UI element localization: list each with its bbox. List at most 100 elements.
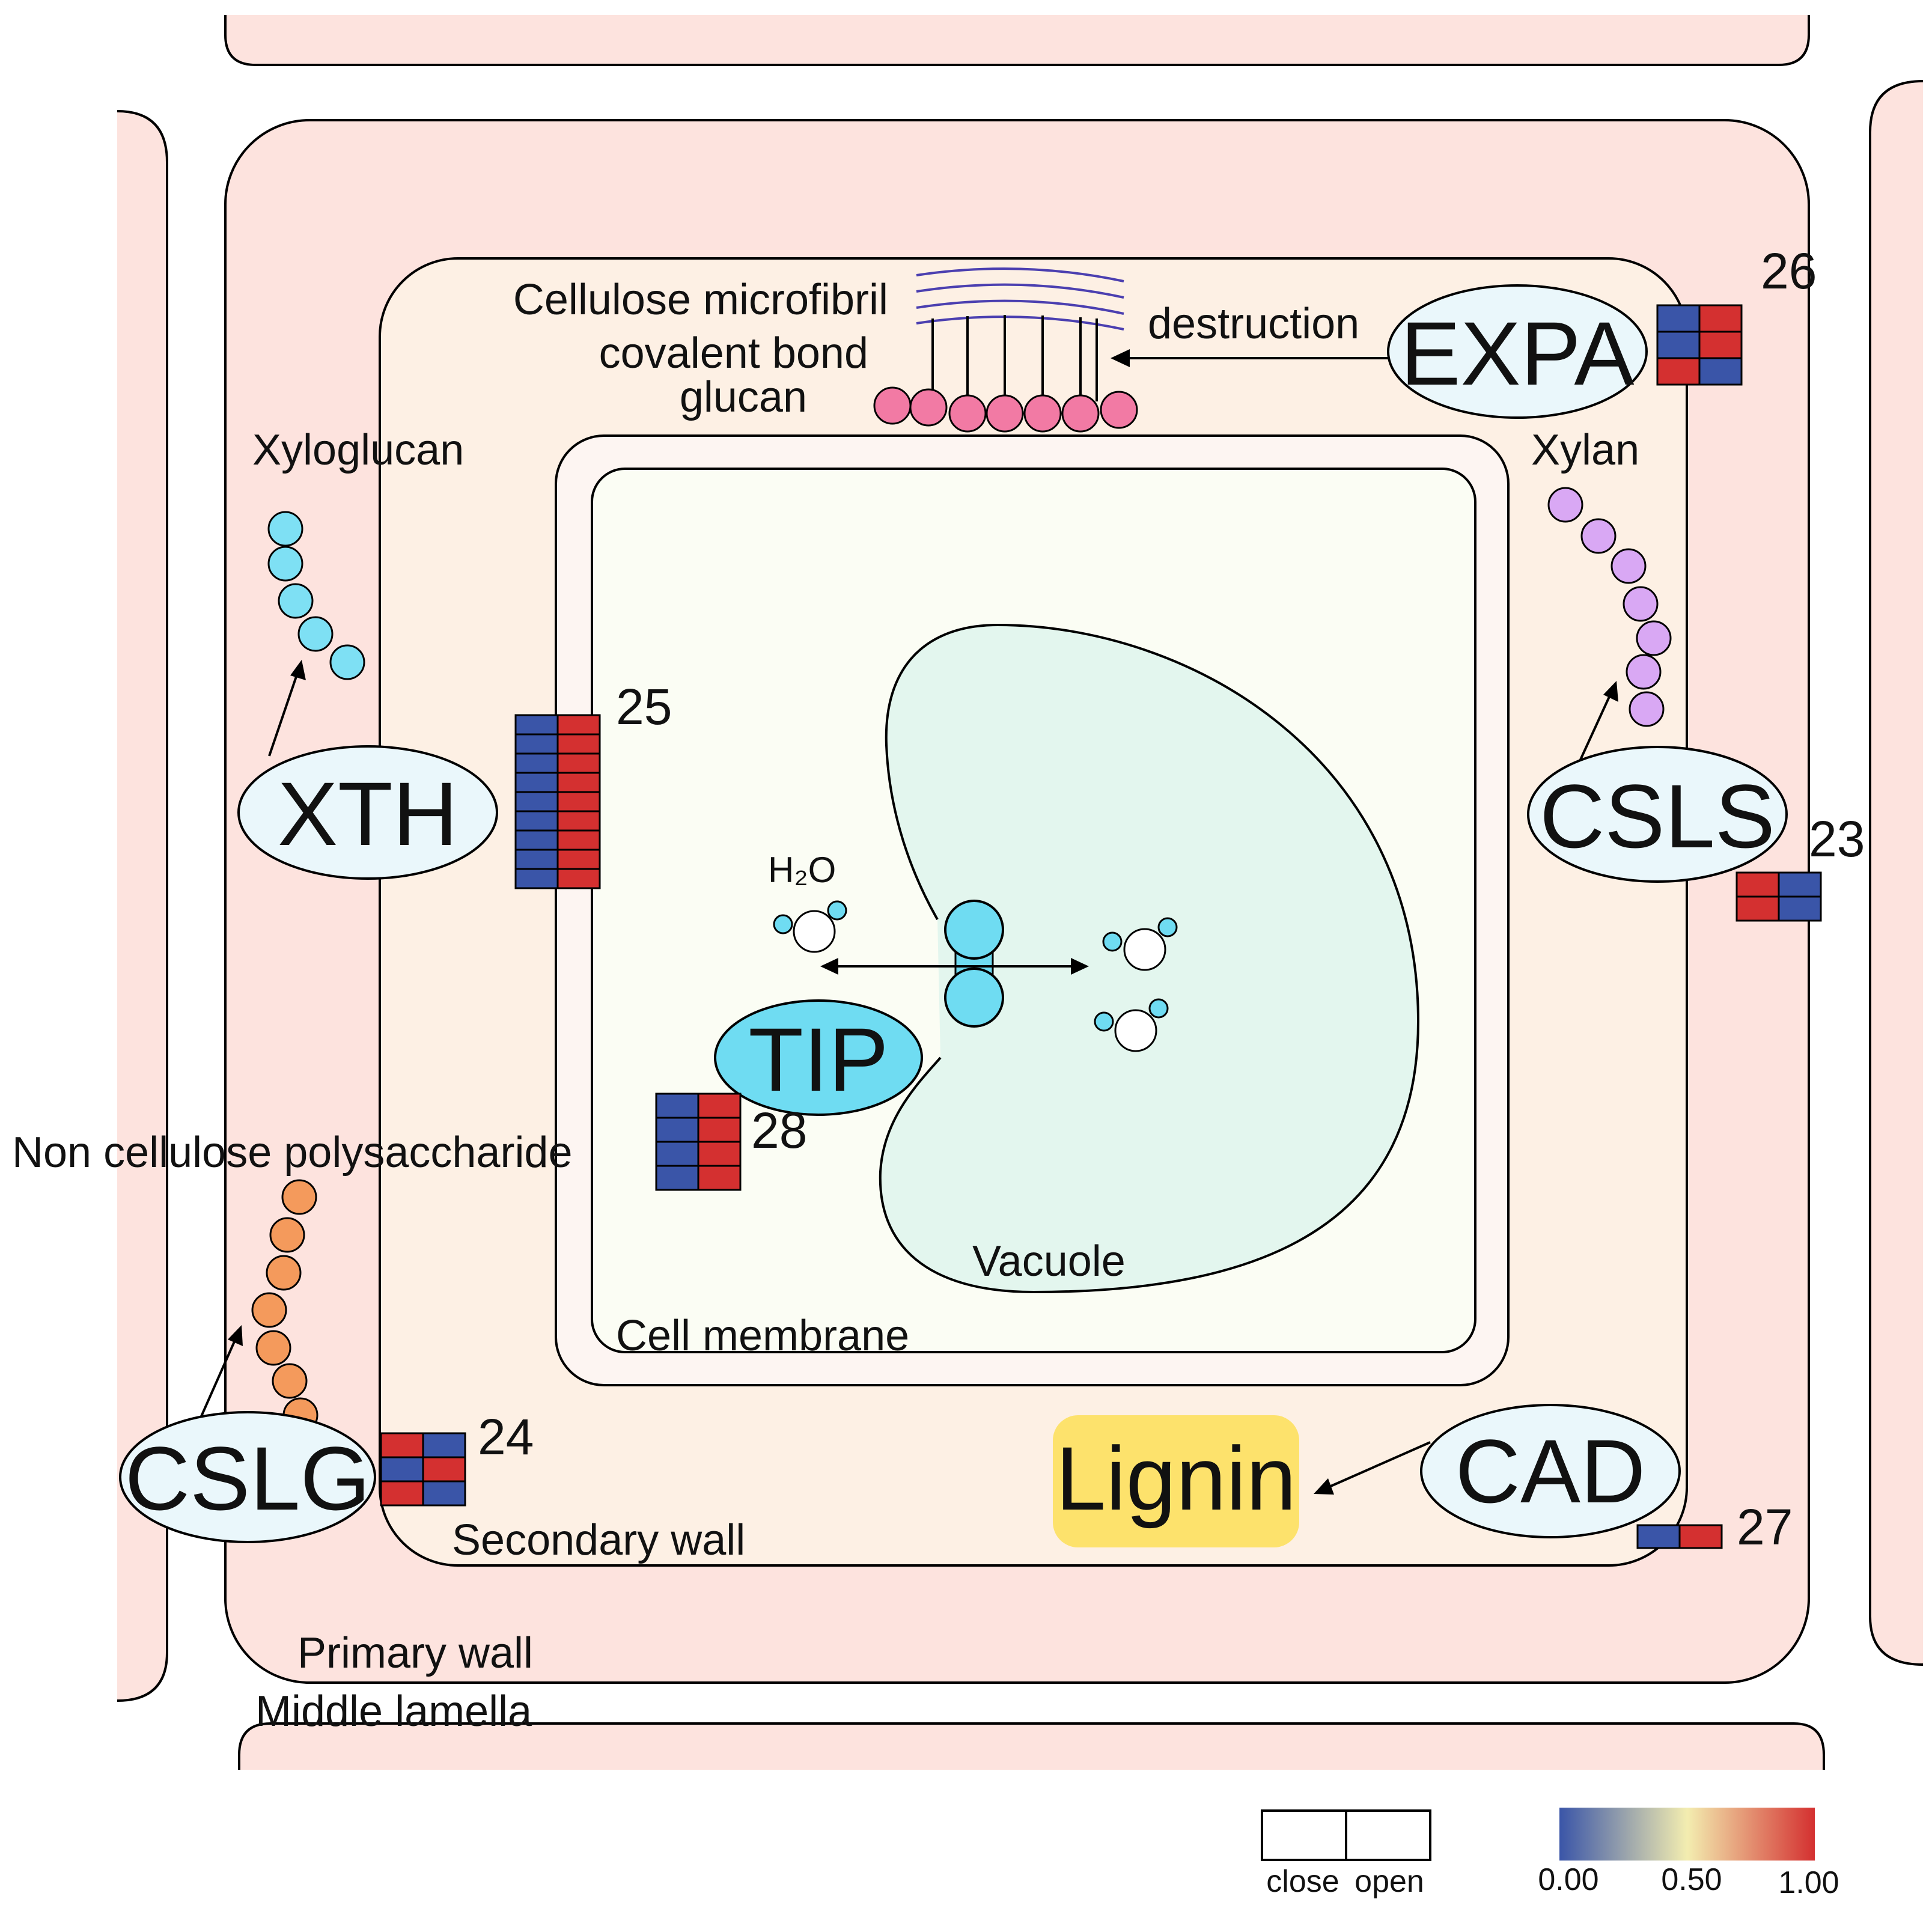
xth-arrow (268, 660, 306, 757)
h2o-label: H₂O (768, 850, 836, 890)
heatmap-cell (556, 829, 601, 851)
heatmap-cell (697, 1165, 742, 1191)
expa-heatmap (1656, 304, 1743, 386)
heatmap-cell (514, 772, 559, 793)
xylan-bead (1547, 487, 1583, 523)
heatmap-cell (380, 1456, 424, 1483)
expa-enzyme: EXPA (1387, 284, 1648, 419)
neighbor-wall-bottom (238, 1722, 1825, 1770)
tip-count: 28 (751, 1102, 807, 1159)
glucan-bead (1023, 394, 1062, 433)
legend-open-label: open (1355, 1864, 1424, 1899)
xyloglucan-label: Xyloglucan (252, 426, 464, 474)
xth-heatmap (514, 714, 601, 889)
glucan-bead (1061, 394, 1100, 433)
xylan-bead (1636, 620, 1672, 656)
heatmap-cell (380, 1480, 424, 1507)
heatmap-cell (655, 1117, 699, 1143)
heatmap-cell (514, 752, 559, 774)
heatmap-cell (514, 791, 559, 812)
cslg-enzyme: CSLG (119, 1411, 376, 1543)
cad-arrow (1314, 1441, 1431, 1495)
legend-close-label: close (1266, 1864, 1339, 1899)
heatmap-cell (1735, 895, 1780, 922)
xyloglucan-bead (267, 546, 303, 582)
color-scale-legend: 0.00 0.50 1.00 (1538, 1808, 1839, 1900)
heatmap-cell (556, 849, 601, 870)
xyloglucan-bead (278, 583, 314, 619)
secondary-wall-label: Secondary wall (452, 1516, 745, 1564)
heatmap-cell (514, 849, 559, 870)
heatmap-cell (556, 868, 601, 889)
heatmap-cell (422, 1456, 466, 1483)
neighbor-wall-top (224, 15, 1810, 66)
non-cellulose-bead (272, 1363, 308, 1399)
scale-min-label: 0.00 (1538, 1862, 1598, 1897)
glucan-bead (909, 388, 948, 427)
heatmap-cell (1698, 304, 1743, 333)
non-cellulose-label: Non cellulose polysaccharide (12, 1129, 573, 1177)
expa-label: EXPA (1400, 303, 1634, 404)
heatmap-cell (556, 733, 601, 755)
heatmap-cell (1656, 357, 1701, 386)
heatmap-cell (556, 791, 601, 812)
heatmap-cell (556, 810, 601, 832)
scale-mid-label: 0.50 (1661, 1862, 1722, 1897)
non-cellulose-bead (266, 1255, 302, 1291)
heatmap-cell (1778, 895, 1822, 922)
non-cellulose-bead (255, 1330, 291, 1366)
cad-label: CAD (1455, 1421, 1646, 1522)
heatmap-cell (1656, 331, 1701, 359)
glucan-bead (1100, 391, 1138, 429)
xylan-bead (1626, 654, 1662, 690)
xyloglucan-chain (267, 511, 365, 680)
heatmap-cell (1636, 1524, 1681, 1549)
xylan-bead (1611, 548, 1647, 584)
heatmap-cell (655, 1165, 699, 1191)
covalent-bonds (931, 315, 1098, 401)
heatmap-cell (1678, 1524, 1723, 1549)
lignin-box: Lignin (1053, 1415, 1299, 1547)
glucan-bead (873, 386, 912, 425)
csls-arrow (1576, 681, 1618, 767)
primary-wall-label: Primary wall (297, 1629, 533, 1677)
covalent-bond-label: covalent bond (599, 329, 868, 377)
xth-label: XTH (278, 763, 458, 864)
vacuole-label: Vacuole (972, 1237, 1126, 1285)
middle-lamella-label: Middle lamella (255, 1687, 532, 1736)
xth-count: 25 (616, 678, 672, 735)
heatmap-cell (1698, 331, 1743, 359)
cad-count: 27 (1737, 1499, 1793, 1555)
tip-enzyme: TIP (714, 999, 923, 1116)
heatmap-cell (655, 1141, 699, 1167)
glucan-chain (873, 386, 1138, 433)
water-molecule (1102, 917, 1178, 971)
cslg-count: 24 (478, 1409, 534, 1465)
color-scale-bar (1559, 1808, 1815, 1861)
xylan-bead (1629, 691, 1665, 727)
xyloglucan-bead (329, 644, 365, 680)
heatmap-cell (1698, 357, 1743, 386)
glucan-label: glucan (680, 373, 807, 421)
csls-enzyme: CSLS (1527, 746, 1788, 883)
cslg-label: CSLG (125, 1428, 370, 1529)
heatmap-cell (514, 714, 559, 736)
heatmap-cell (514, 733, 559, 755)
heatmap-cell (514, 868, 559, 889)
xylan-chain (1547, 487, 1672, 727)
heatmap-cell (1735, 871, 1780, 898)
destruction-arrow (1111, 349, 1393, 367)
csls-heatmap (1735, 871, 1822, 922)
xth-enzyme: XTH (237, 745, 498, 880)
xylan-bead (1580, 518, 1617, 554)
heatmap-cell (556, 752, 601, 774)
heatmap-cell (697, 1141, 742, 1167)
non-cellulose-bead (251, 1292, 287, 1328)
heatmap-cell (422, 1480, 466, 1507)
non-cellulose-chain (251, 1179, 318, 1433)
cslg-arrow (197, 1325, 243, 1424)
xyloglucan-bead (297, 616, 334, 652)
neighbor-wall-left (117, 110, 168, 1702)
